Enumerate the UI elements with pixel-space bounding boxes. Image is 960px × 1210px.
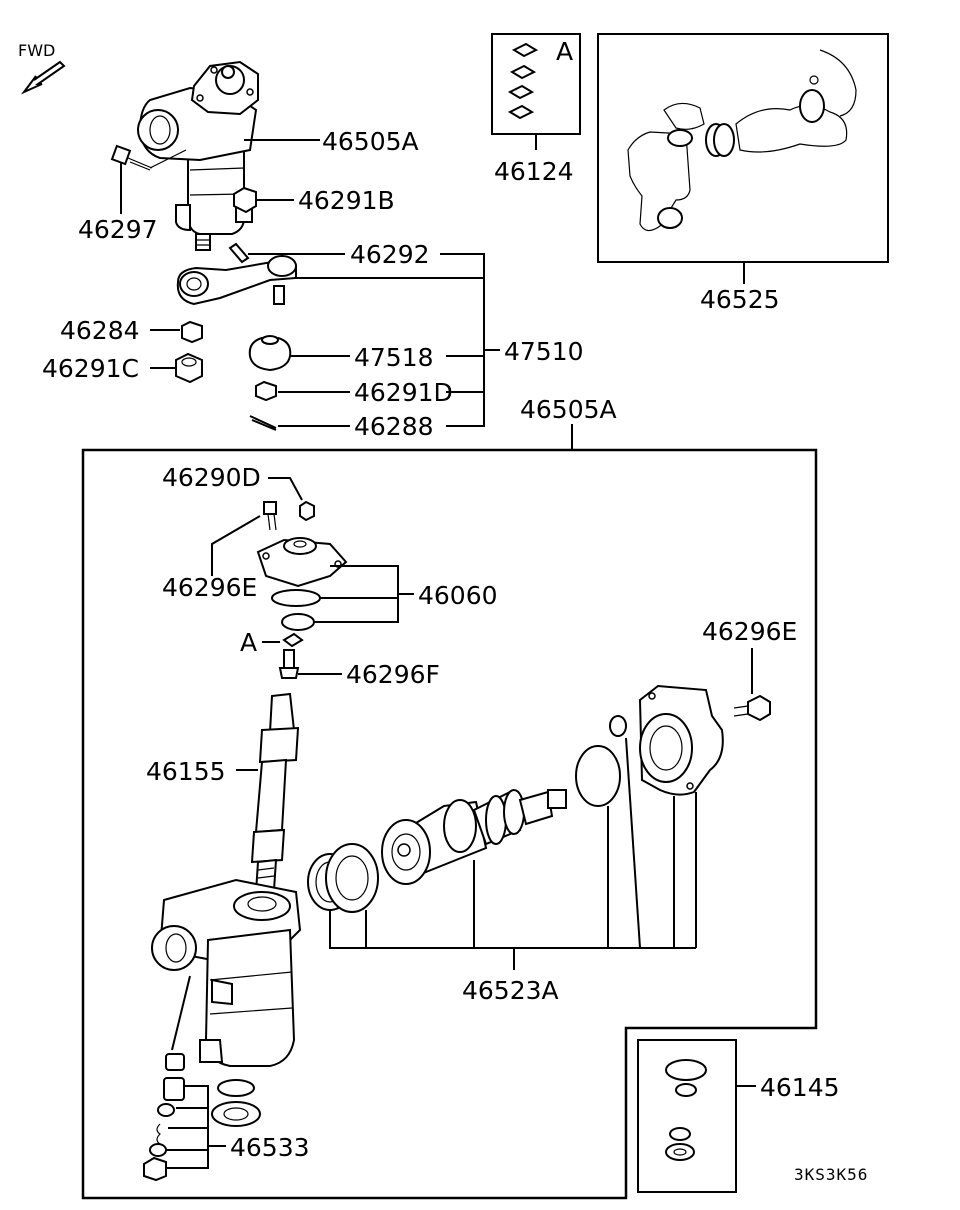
label-46291B: 46291B <box>298 186 395 215</box>
nut-46284-drawing <box>181 320 203 344</box>
seal-kit-46145-drawing <box>665 1059 707 1161</box>
label-46288: 46288 <box>354 412 434 441</box>
label-47510: 47510 <box>504 337 584 366</box>
label-47518: 47518 <box>354 343 434 372</box>
worm-assembly-46523A-drawing <box>307 789 567 913</box>
nut-46291C-drawing <box>175 352 203 384</box>
gasket-kit-46525-drawing <box>627 49 857 232</box>
label-46145: 46145 <box>760 1073 840 1102</box>
bolt-46297-drawing <box>110 144 187 171</box>
label-46296E-right: 46296E <box>702 617 797 646</box>
screw-46296F-drawing <box>278 649 300 679</box>
pin-46288-drawing <box>249 415 277 431</box>
end-housing-drawing <box>638 684 724 796</box>
label-46297: 46297 <box>78 215 158 244</box>
pitman-arm-drawing <box>176 255 297 306</box>
callout-a-letter: A <box>240 628 257 657</box>
stud-46292-drawing <box>228 242 250 264</box>
label-46505A-box: 46505A <box>520 395 617 424</box>
drawing-code: 3KS3K56 <box>794 1165 868 1184</box>
box-46525 <box>597 33 889 263</box>
box-46145 <box>637 1039 737 1193</box>
bolt-46296E-left-drawing <box>263 501 277 531</box>
gasket-46060-drawing <box>271 589 321 607</box>
label-46533: 46533 <box>230 1133 310 1162</box>
fwd-label: FWD <box>18 41 55 60</box>
shims-46124-drawing <box>507 42 539 120</box>
label-46296F: 46296F <box>346 660 440 689</box>
oring-small-drawing <box>609 715 627 737</box>
label-46060: 46060 <box>418 581 498 610</box>
gearbox-top-drawing <box>137 60 259 251</box>
oring-46060-drawing <box>281 613 315 631</box>
boot-47518-drawing <box>248 335 292 372</box>
fwd-arrow-icon <box>20 60 66 95</box>
label-46290D: 46290D <box>162 463 261 492</box>
label-46124: 46124 <box>494 157 574 186</box>
label-46505A-top: 46505A <box>322 127 419 156</box>
nut-46291B-drawing <box>233 186 257 214</box>
nut-46290D-drawing <box>299 500 315 522</box>
label-46296E-left: 46296E <box>162 573 257 602</box>
box-a-letter: A <box>556 37 573 66</box>
oring-large-drawing <box>575 745 621 807</box>
label-46284: 46284 <box>60 316 140 345</box>
box-46505A <box>81 448 818 1200</box>
label-46525: 46525 <box>700 285 780 314</box>
sector-shaft-46155-drawing <box>250 692 300 894</box>
gearbox-lower-drawing <box>151 878 302 1067</box>
valve-parts-46533-drawing <box>143 1053 261 1182</box>
label-46291D: 46291D <box>354 378 453 407</box>
label-46523A: 46523A <box>462 976 559 1005</box>
label-46155: 46155 <box>146 757 226 786</box>
label-46291C: 46291C <box>42 354 139 383</box>
label-46292: 46292 <box>350 240 430 269</box>
sector-cover-drawing <box>256 537 348 588</box>
nut-46291D-drawing <box>255 380 277 402</box>
bolt-46296E-right-drawing <box>733 694 771 722</box>
